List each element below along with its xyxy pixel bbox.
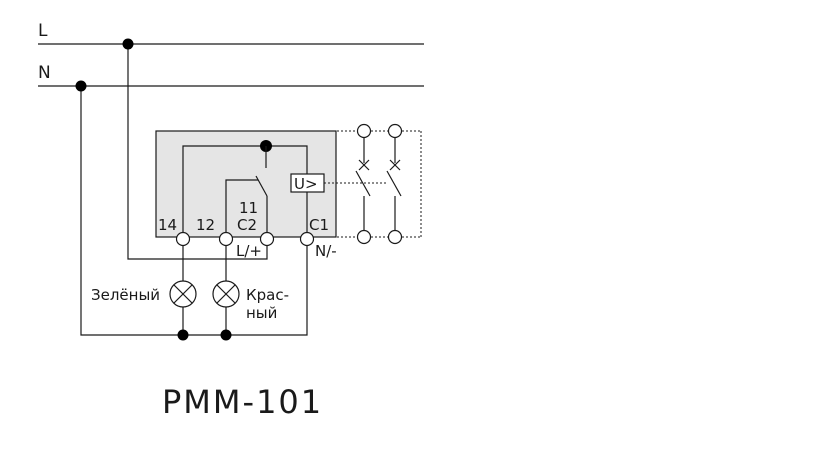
contact-nc-wire (225, 179, 258, 232)
terminal-11-label: 11 (239, 199, 258, 217)
supply-minus-label: N/- (315, 242, 337, 260)
red-lamp-label-line2: ный (246, 304, 277, 322)
red-lamp-label-line1: Крас- (246, 286, 289, 304)
neutral-drop-wire (80, 86, 308, 336)
terminal-c2-label: C2 (237, 216, 257, 234)
neutral-junction-dot (75, 80, 87, 92)
bottom-junction-dot-green (177, 329, 189, 341)
supply-plus-label: L/+ (236, 242, 262, 260)
phase-junction-dot (122, 38, 134, 50)
green-lamp-icon (169, 280, 197, 308)
terminal-c1-label: C1 (309, 216, 329, 234)
bottom-junction-dot-red (220, 329, 232, 341)
external-contacts (324, 123, 422, 245)
terminal-14 (175, 231, 191, 247)
terminal-c1 (299, 231, 315, 247)
green-lamp-label: Зелёный (91, 286, 160, 304)
neutral-label: N (38, 63, 51, 83)
terminal-14-label: 14 (158, 216, 177, 234)
internal-common-wire (182, 145, 308, 232)
terminal-12-label: 12 (196, 216, 215, 234)
voltage-control-symbol: U> (294, 175, 318, 193)
terminal-12 (218, 231, 234, 247)
red-lamp-icon (212, 280, 240, 308)
model-title: PMM-101 (162, 383, 323, 421)
terminal-c2 (259, 231, 275, 247)
contact-switch-arm (255, 175, 268, 197)
phase-drop-wire (127, 44, 268, 260)
phase-label: L (38, 21, 48, 41)
